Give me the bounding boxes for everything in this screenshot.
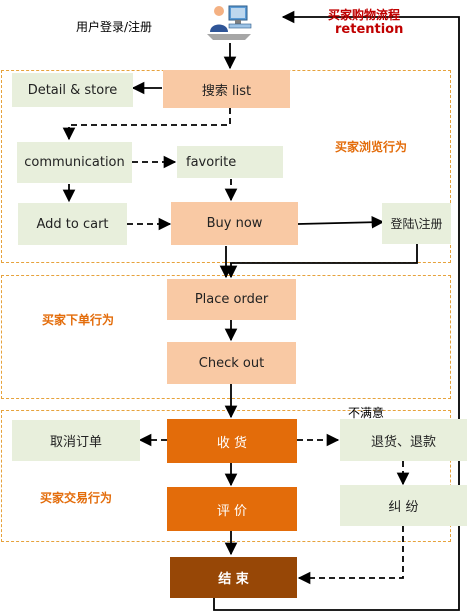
edge-retention-loop [213, 10, 460, 611]
node-receive: 收 货 [167, 419, 297, 463]
login-register-label: 用户登录/注册 [76, 20, 153, 34]
node-add-to-cart: Add to cart [18, 203, 127, 245]
node-buy-now: Buy now [171, 202, 298, 245]
node-communication: communication [17, 142, 132, 183]
node-end: 结 束 [170, 557, 297, 598]
diagram-title-retention: retention [335, 22, 404, 37]
node-return-refund: 退货、退款 [340, 419, 467, 461]
edge-dispute-to-end [297, 526, 404, 585]
edge-login-to-placeorder [230, 244, 418, 264]
computer-user-icon [205, 2, 253, 42]
edge-search-to-communication [62, 108, 231, 141]
node-place-order: Place order [167, 279, 296, 320]
section-label-trade: 买家交易行为 [40, 491, 113, 505]
node-login-register: 登陆\注册 [382, 203, 451, 244]
node-dispute: 纠 纷 [340, 485, 467, 526]
node-favorite: favorite [177, 146, 283, 178]
edge-buynow-to-login [297, 215, 385, 229]
node-check-out: Check out [167, 342, 296, 384]
diagram-title: 买家购物流程 [328, 8, 401, 22]
section-label-order: 买家下单行为 [42, 313, 115, 327]
node-cancel-order: 取消订单 [12, 420, 140, 461]
unsatisfied-label: 不满意 [348, 406, 385, 420]
node-search-list: 搜索 list [163, 70, 290, 108]
node-review: 评 价 [167, 487, 297, 531]
section-label-browse: 买家浏览行为 [335, 140, 408, 154]
node-detail-store: Detail & store [12, 73, 133, 107]
